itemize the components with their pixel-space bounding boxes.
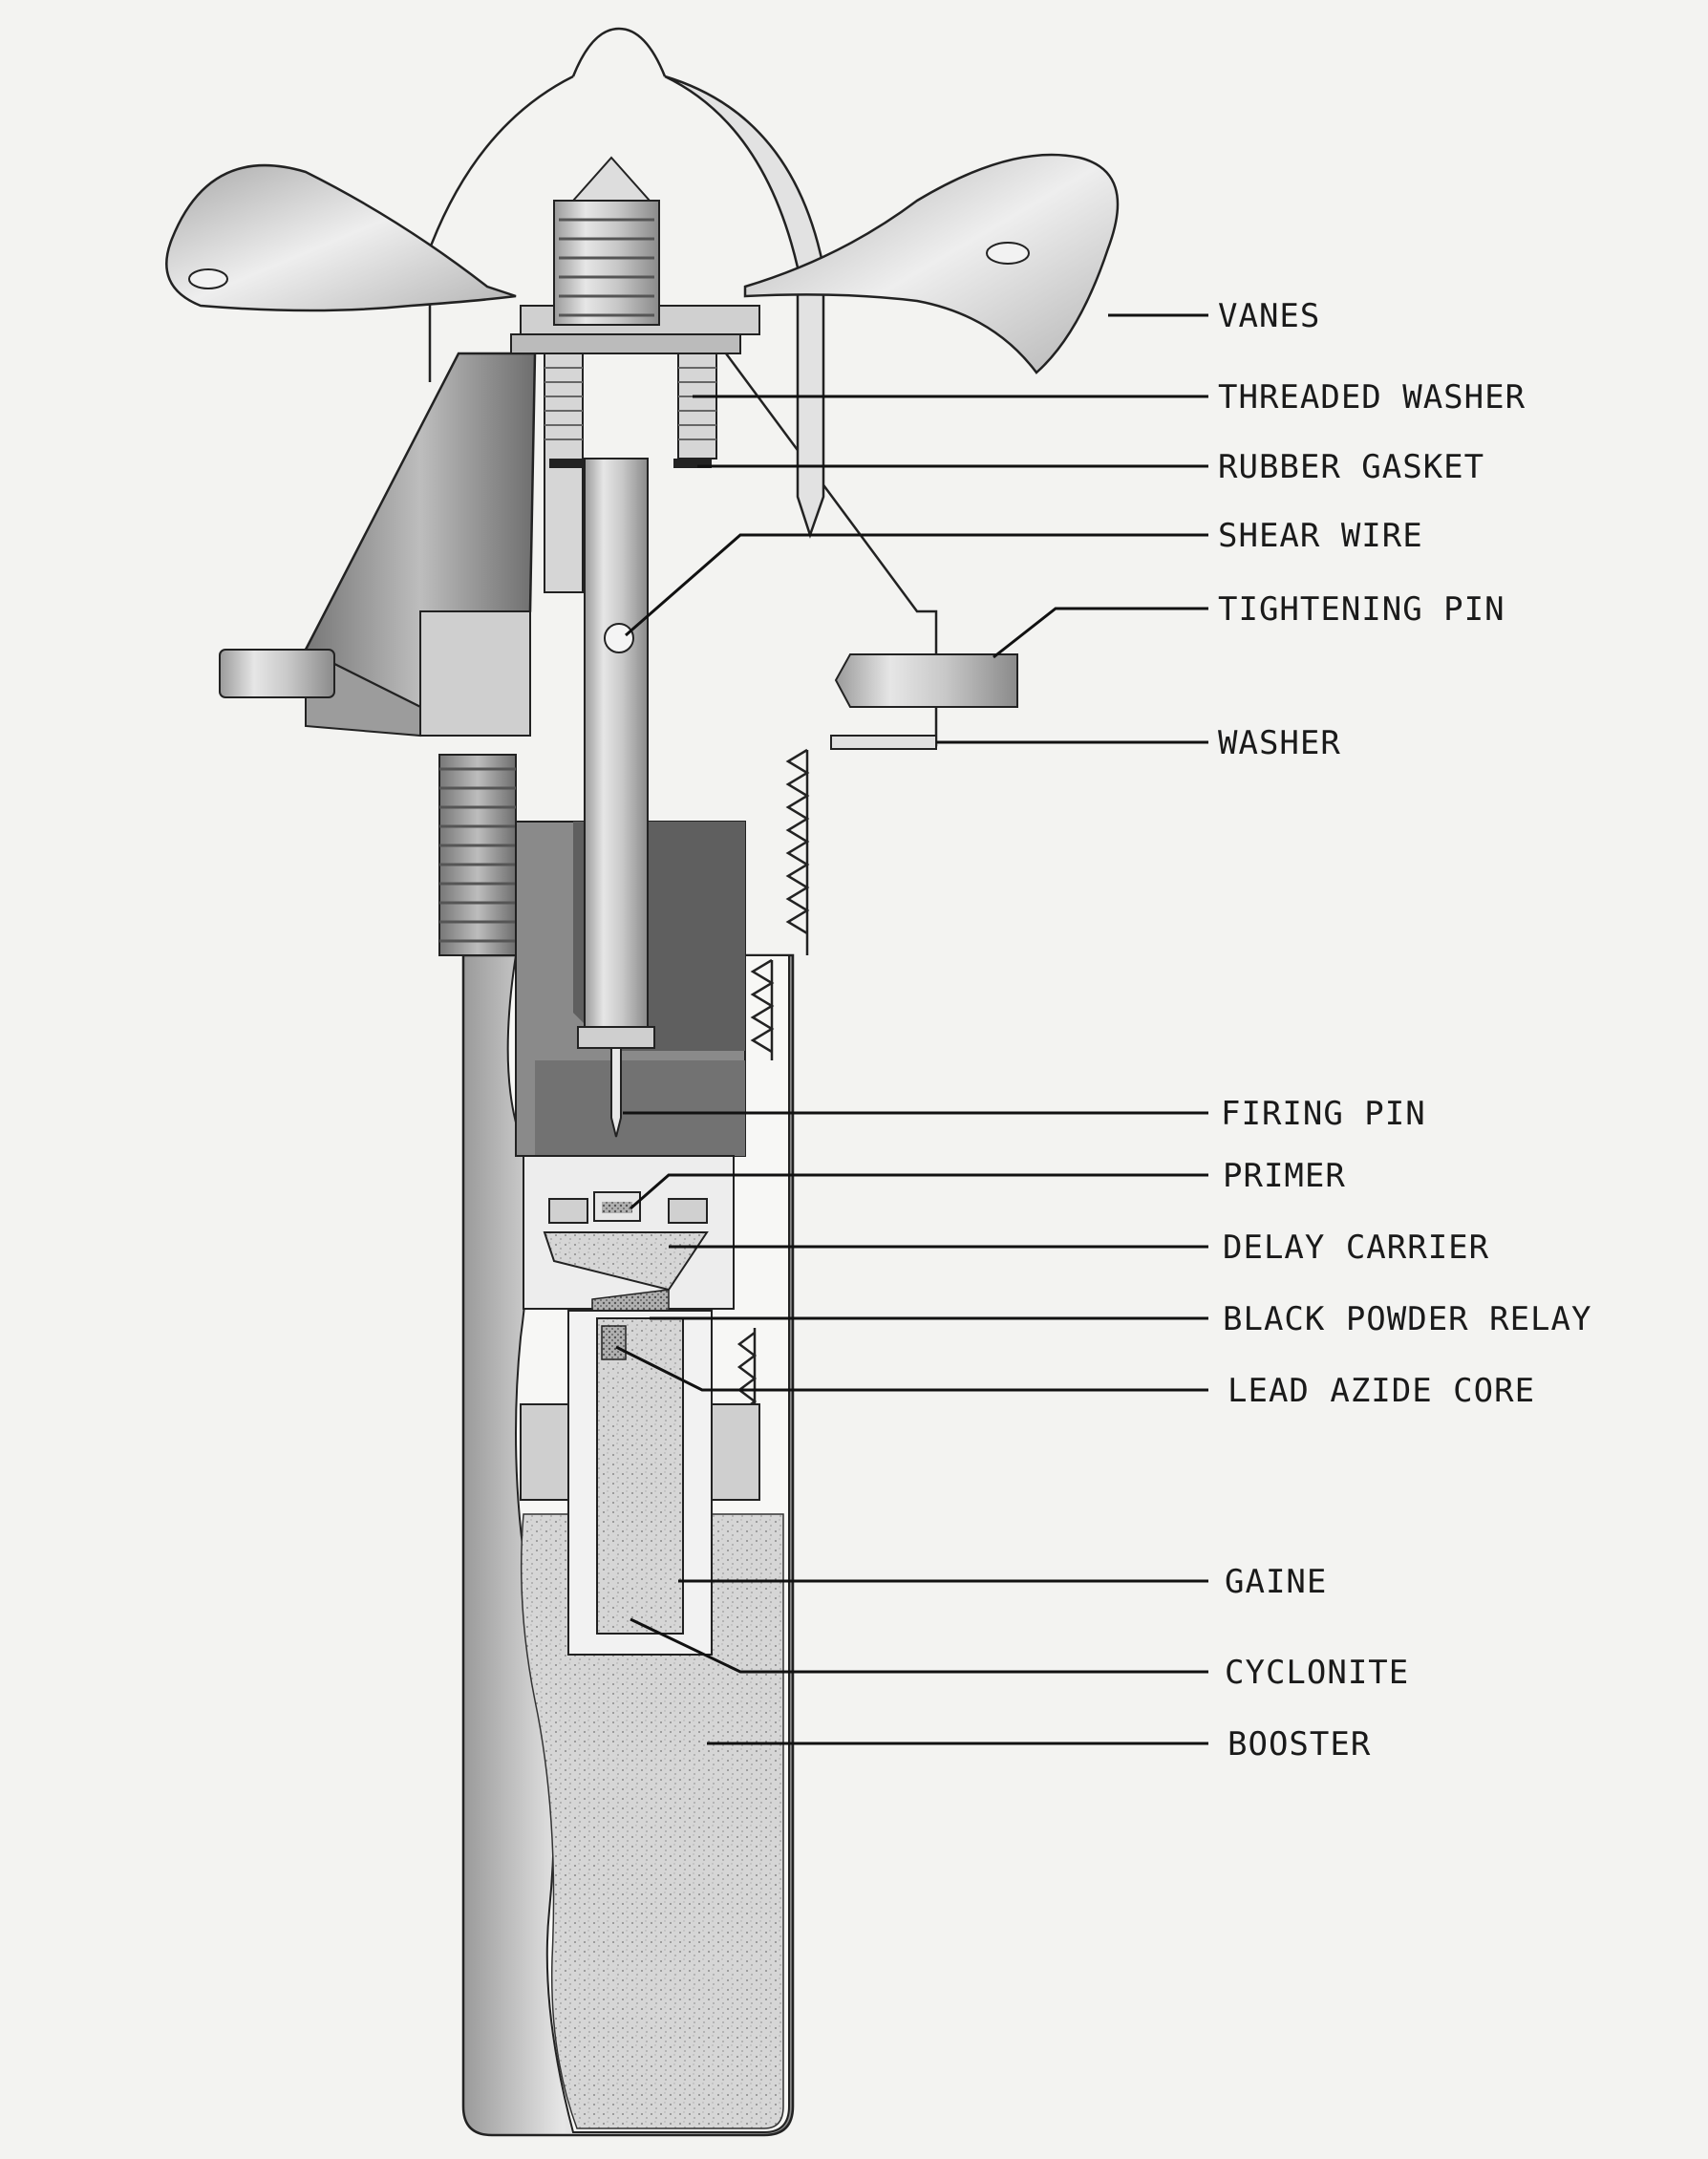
- label-washer: WASHER: [1218, 724, 1341, 762]
- label-black-powder-relay: BLACK POWDER RELAY: [1223, 1300, 1591, 1338]
- threaded-washer-part: [544, 353, 717, 593]
- fuze-neck: [438, 754, 517, 956]
- callout-leaders: [615, 313, 1208, 1745]
- threaded-spindle: [553, 156, 660, 326]
- leader-lead-azide-core: [615, 1345, 1208, 1392]
- label-tightening-pin: TIGHTENING PIN: [1218, 590, 1505, 629]
- striker-shaft: [577, 458, 655, 1138]
- label-firing-pin: FIRING PIN: [1221, 1095, 1426, 1133]
- delay-carrier-assembly: [523, 1155, 735, 1312]
- washer-part: [830, 735, 937, 750]
- label-primer: PRIMER: [1223, 1157, 1346, 1195]
- label-delay-carrier: DELAY CARRIER: [1223, 1229, 1489, 1267]
- leader-shear-wire: [625, 533, 1208, 637]
- leader-tightening-pin: [993, 607, 1208, 659]
- label-rubber-gasket: RUBBER GASKET: [1218, 448, 1484, 486]
- label-gaine: GAINE: [1225, 1563, 1327, 1601]
- label-vanes: VANES: [1218, 297, 1320, 335]
- leader-cyclonite: [630, 1617, 1208, 1674]
- tightening-pin-part: [834, 653, 1018, 708]
- label-booster: BOOSTER: [1228, 1725, 1371, 1764]
- callout-labels: VANES THREADED WASHER RUBBER GASKET SHEA…: [1218, 297, 1591, 1764]
- label-threaded-washer: THREADED WASHER: [1218, 378, 1526, 417]
- arming-vanes: [165, 153, 1120, 374]
- label-shear-wire: SHEAR WIRE: [1218, 517, 1423, 555]
- booster-charge: [520, 1513, 784, 2129]
- external-thread-profile: [737, 748, 810, 1433]
- left-tightening-pin: [219, 649, 335, 698]
- label-lead-azide-core: LEAD AZIDE CORE: [1228, 1372, 1535, 1410]
- label-cyclonite: CYCLONITE: [1225, 1654, 1409, 1692]
- rubber-gasket-part: [549, 459, 712, 468]
- leader-primer: [630, 1173, 1208, 1210]
- gaine-tube: [520, 1310, 760, 1656]
